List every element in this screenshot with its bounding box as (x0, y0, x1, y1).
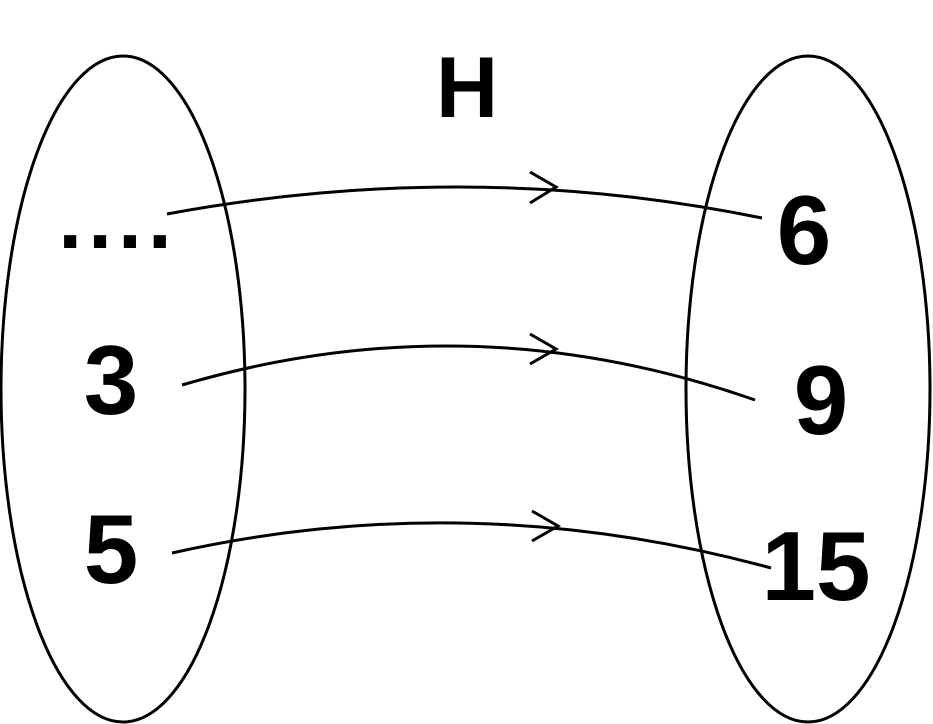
mapping-arrow-3-to-9 (181, 344, 756, 402)
relation-label: H (436, 40, 498, 136)
mapping-arrow-ellipsis-to-6 (166, 185, 763, 220)
arrow-head-2 (529, 332, 560, 366)
codomain-set-ellipse (684, 54, 932, 724)
arrow-head-3 (531, 509, 562, 543)
codomain-element-15: 15 (761, 511, 870, 621)
domain-element-5: 5 (84, 494, 139, 604)
codomain-element-6: 6 (777, 175, 832, 285)
domain-element-3: 3 (84, 325, 139, 435)
codomain-element-9: 9 (794, 345, 849, 455)
domain-ellipsis: .... (58, 171, 178, 267)
mapping-arrow-5-to-15 (171, 521, 772, 570)
domain-set-ellipse (0, 54, 247, 724)
arrow-head-1 (529, 170, 559, 205)
